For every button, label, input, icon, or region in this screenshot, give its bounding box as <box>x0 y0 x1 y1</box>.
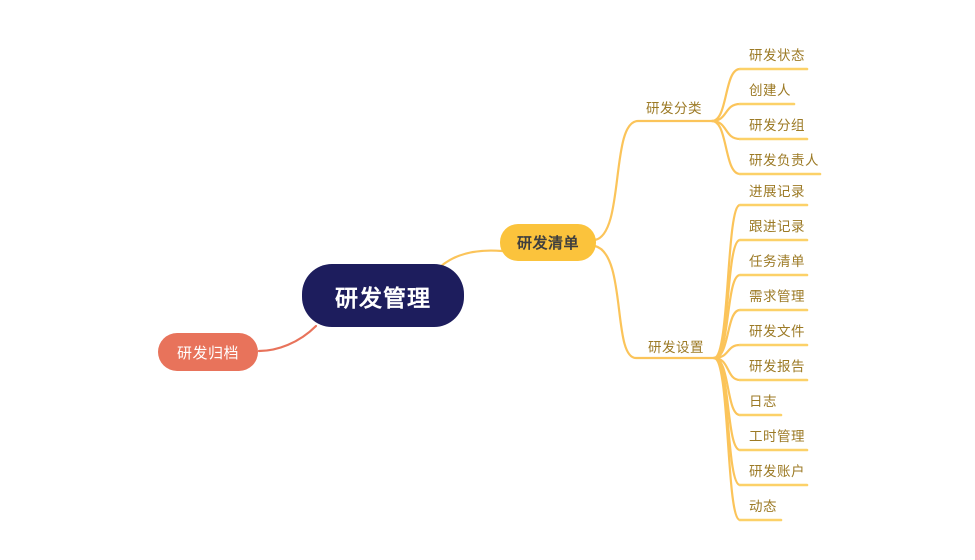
node-leaf-followup[interactable]: 跟进记录 <box>749 219 805 234</box>
node-leaf-log[interactable]: 日志 <box>749 394 777 409</box>
node-leaf-status[interactable]: 研发状态 <box>749 48 805 63</box>
branch-line-categories <box>593 119 714 242</box>
node-leaf-report[interactable]: 研发报告 <box>749 359 805 374</box>
node-list[interactable]: 研发清单 <box>500 224 596 261</box>
node-leaf-progress[interactable]: 进展记录 <box>749 184 805 199</box>
leaf-connector <box>710 119 742 176</box>
leaf-connector <box>712 356 742 522</box>
node-settings[interactable]: 研发设置 <box>648 340 704 355</box>
node-leaf-files[interactable]: 研发文件 <box>749 324 805 339</box>
node-categories[interactable]: 研发分类 <box>646 101 702 116</box>
node-root[interactable]: 研发管理 <box>302 264 464 327</box>
node-leaf-demand[interactable]: 需求管理 <box>749 289 805 304</box>
node-leaf-creator[interactable]: 创建人 <box>749 83 791 98</box>
branch-line-settings <box>593 244 716 360</box>
node-leaf-activity[interactable]: 动态 <box>749 499 777 514</box>
node-leaf-tasks[interactable]: 任务清单 <box>749 254 805 269</box>
node-leaf-owner[interactable]: 研发负责人 <box>749 153 819 168</box>
node-leaf-group[interactable]: 研发分组 <box>749 118 805 133</box>
branch-line-list <box>438 249 504 269</box>
node-leaf-account[interactable]: 研发账户 <box>749 464 805 479</box>
node-archive[interactable]: 研发归档 <box>158 333 258 371</box>
branch-line-archive <box>257 324 318 353</box>
node-leaf-hours[interactable]: 工时管理 <box>749 429 805 444</box>
